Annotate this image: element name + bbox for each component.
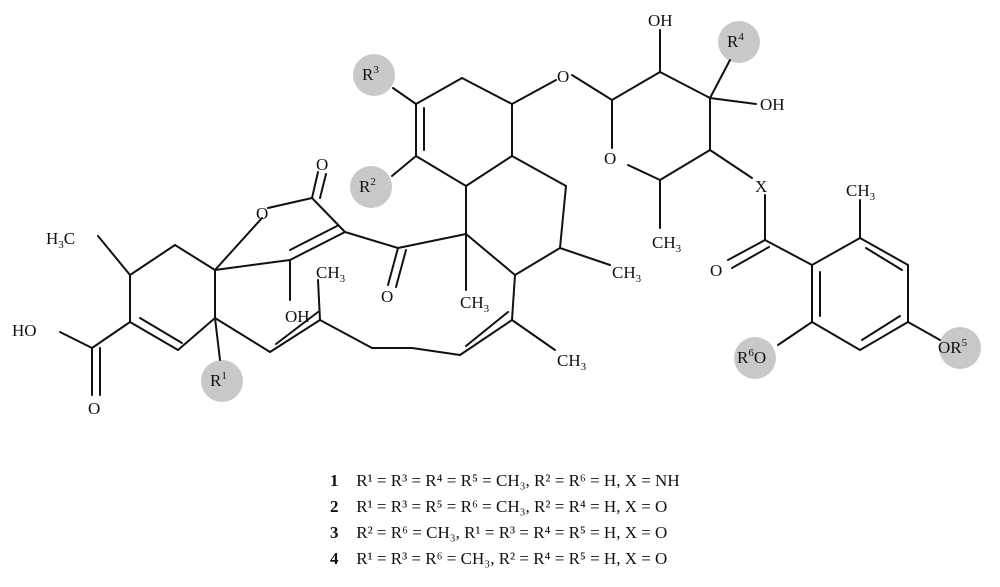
atom-oh-sugar-right: OH	[760, 95, 785, 114]
atom-o-pyran: O	[604, 149, 616, 168]
atom-o-acid: O	[88, 399, 100, 418]
atom-ho-acid: HO	[12, 321, 37, 340]
atom-labels: H3C HO O O O OH CH3 O CH3 CH3 CH3 O OH O…	[12, 11, 968, 418]
atom-r3: R3	[362, 64, 379, 84]
atom-ch3-decalin: CH3	[612, 263, 642, 285]
or5-circle	[939, 327, 981, 369]
atom-ch3-macro-top: CH3	[316, 263, 346, 285]
atom-o-ketone: O	[381, 287, 393, 306]
atom-o-lactone-ring: O	[256, 204, 268, 223]
atom-r2: R2	[359, 176, 376, 196]
compound-number: 2	[330, 497, 339, 516]
compound-legend: 1 R¹ = R³ = R⁴ = R⁵ = CH₃, R² = R⁶ = H, …	[330, 468, 750, 572]
atom-ch3-angular: CH3	[460, 293, 490, 315]
legend-row: 3 R² = R⁶ = CH₃, R¹ = R³ = R⁴ = R⁵ = H, …	[330, 520, 750, 546]
r1-circle	[201, 360, 243, 402]
chemical-structure: H3C HO O O O OH CH3 O CH3 CH3 CH3 O OH O…	[12, 11, 981, 418]
legend-row: 1 R¹ = R³ = R⁴ = R⁵ = CH₃, R² = R⁶ = H, …	[330, 468, 750, 494]
bonds	[59, 29, 941, 396]
compound-substituents: R¹ = R³ = R⁶ = CH₃, R² = R⁴ = R⁵ = H, X …	[356, 549, 668, 568]
r-group-highlights	[201, 21, 981, 402]
compound-substituents: R² = R⁶ = CH₃, R¹ = R³ = R⁴ = R⁵ = H, X …	[356, 523, 668, 542]
atom-r4: R4	[727, 31, 744, 51]
atom-oh-enol: OH	[285, 307, 310, 326]
compound-number: 3	[330, 523, 339, 542]
compound-substituents: R¹ = R³ = R⁵ = R⁶ = CH₃, R² = R⁴ = H, X …	[356, 497, 668, 516]
compound-number: 1	[330, 471, 339, 490]
atom-o-ester-carbonyl: O	[710, 261, 722, 280]
atom-o-lactone-carbonyl: O	[316, 155, 328, 174]
atom-o-glycosidic: O	[557, 67, 569, 86]
atom-x-linker: X	[755, 177, 767, 196]
atom-r1: R1	[210, 370, 227, 390]
r3-circle	[353, 54, 395, 96]
r4-circle	[718, 21, 760, 63]
r2-circle	[350, 166, 392, 208]
compound-substituents: R¹ = R³ = R⁴ = R⁵ = CH₃, R² = R⁶ = H, X …	[356, 471, 680, 490]
atom-or5: OR5	[938, 337, 968, 357]
r6o-circle	[734, 337, 776, 379]
compound-number: 4	[330, 549, 339, 568]
atom-h3c-left: H3C	[46, 229, 75, 251]
legend-row: 4 R¹ = R³ = R⁶ = CH₃, R² = R⁴ = R⁵ = H, …	[330, 546, 750, 572]
atom-ch3-macro-bottom: CH3	[557, 351, 587, 373]
atom-r6o: R6O	[737, 347, 766, 367]
atom-ch3-sugar: CH3	[652, 233, 682, 255]
atom-oh-sugar-top: OH	[648, 11, 673, 30]
atom-ch3-benzene: CH3	[846, 181, 876, 203]
legend-row: 2 R¹ = R³ = R⁵ = R⁶ = CH₃, R² = R⁴ = H, …	[330, 494, 750, 520]
